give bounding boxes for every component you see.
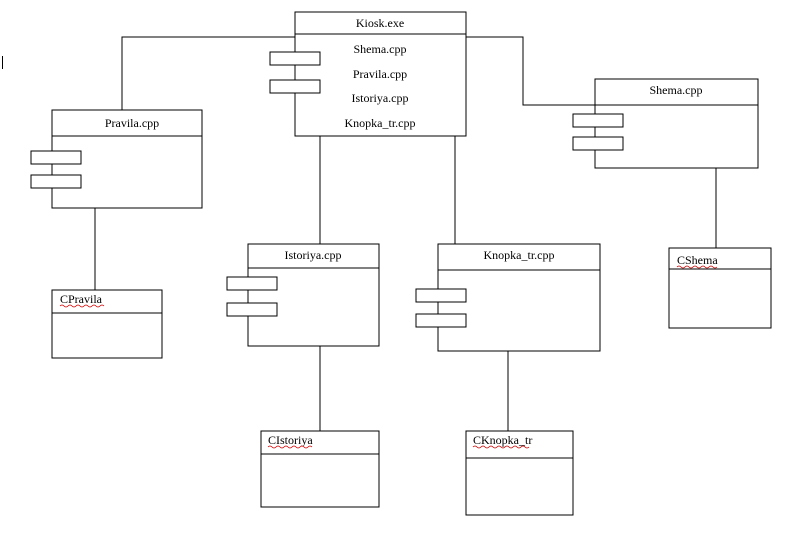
class-cistoriya-box bbox=[260, 430, 380, 508]
component-istoriya-port bbox=[226, 276, 278, 291]
component-knopka-port bbox=[415, 313, 467, 328]
component-kiosk-box bbox=[294, 11, 467, 137]
component-kiosk-item: Shema.cpp bbox=[354, 42, 407, 56]
class-cistoriya-title: CIstoriya bbox=[268, 433, 313, 447]
class-cshema-box bbox=[668, 247, 772, 329]
component-istoriya-title: Istoriya.cpp bbox=[285, 248, 342, 262]
class-cknopka-box bbox=[465, 430, 574, 516]
component-knopka-port bbox=[415, 288, 467, 303]
component-istoriya-box bbox=[247, 243, 380, 347]
component-pravila-port bbox=[30, 174, 82, 189]
spellcheck-underline bbox=[59, 304, 105, 308]
spellcheck-underline bbox=[472, 445, 530, 449]
class-cknopka-title: CKnopka_tr bbox=[473, 433, 532, 447]
component-kiosk-item: Knopka_tr.cpp bbox=[345, 116, 416, 130]
component-pravila-title: Pravila.cpp bbox=[105, 116, 159, 130]
component-kiosk-title: Kiosk.exe bbox=[356, 16, 404, 30]
component-shema-port bbox=[572, 136, 624, 151]
component-shema-title: Shema.cpp bbox=[650, 83, 703, 97]
component-knopka: Knopka_tr.cpp bbox=[415, 243, 601, 352]
component-shema: Shema.cpp bbox=[572, 78, 759, 169]
class-cpravila-title: CPravila bbox=[60, 292, 103, 306]
spellcheck-underline bbox=[267, 445, 313, 449]
component-kiosk: Kiosk.exe Shema.cpp Pravila.cpp Istoriya… bbox=[269, 11, 467, 137]
class-cpravila: CPravila bbox=[51, 289, 163, 359]
connector-kiosk-pravila-shema bbox=[121, 36, 595, 110]
component-kiosk-item: Istoriya.cpp bbox=[352, 91, 409, 105]
component-pravila-port bbox=[30, 150, 82, 165]
component-kiosk-port bbox=[269, 79, 321, 94]
class-cknopka: CKnopka_tr bbox=[465, 430, 574, 516]
class-cshema-title: CShema bbox=[677, 253, 718, 267]
class-cshema: CShema bbox=[668, 247, 772, 329]
component-kiosk-item: Pravila.cpp bbox=[353, 67, 407, 81]
class-cpravila-box bbox=[51, 289, 163, 359]
class-cistoriya: CIstoriya bbox=[260, 430, 380, 508]
component-kiosk-port bbox=[269, 51, 321, 66]
component-istoriya: Istoriya.cpp bbox=[226, 243, 380, 347]
component-pravila: Pravila.cpp bbox=[30, 109, 203, 209]
component-istoriya-port bbox=[226, 302, 278, 317]
component-knopka-title: Knopka_tr.cpp bbox=[484, 248, 555, 262]
component-shema-port bbox=[572, 113, 624, 128]
spellcheck-underline bbox=[676, 265, 718, 269]
